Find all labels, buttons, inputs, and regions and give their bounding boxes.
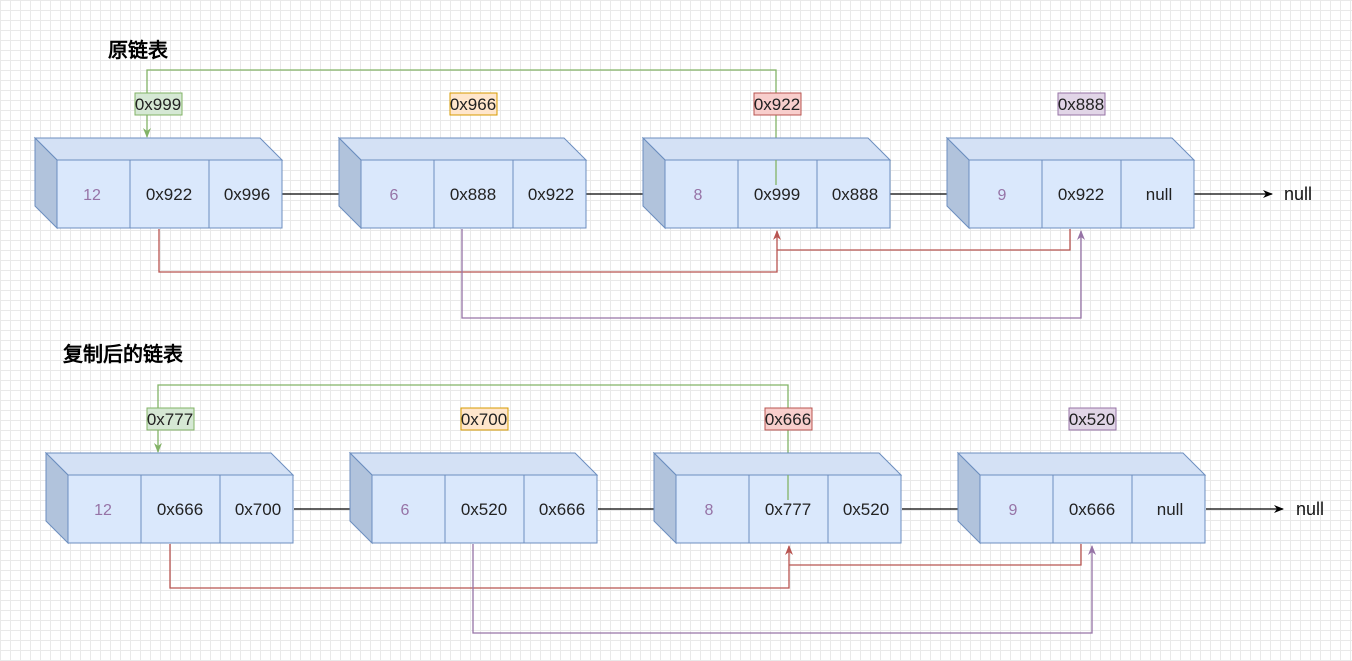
address-label: 0x999	[134, 92, 183, 116]
svg-text:0x999: 0x999	[135, 95, 181, 114]
node-random: 0x777	[765, 500, 811, 519]
random-cell	[1041, 159, 1122, 229]
list-node: 12 0x666 0x700	[44, 451, 295, 545]
svg-text:0x700: 0x700	[461, 410, 507, 429]
value-cell	[67, 474, 142, 544]
section-title: 复制后的链表	[62, 342, 184, 366]
section-copied: 复制后的链表 0x777 0x700 0x666 0x520	[44, 342, 1324, 634]
random-pointer-line	[472, 544, 1096, 634]
node-next: 0x996	[224, 185, 270, 204]
list-node: 6 0x888 0x922	[337, 136, 588, 230]
next-cell	[827, 474, 902, 544]
node-random: 0x888	[450, 185, 496, 204]
node-next: 0x700	[235, 500, 281, 519]
random-pointer-line	[777, 229, 1071, 251]
address-label: 0x888	[1057, 92, 1106, 116]
random-pointer-line	[789, 544, 1082, 566]
svg-text:0x922: 0x922	[754, 95, 800, 114]
section-original: 原链表 0x999 0x966 0x922	[33, 38, 1312, 319]
svg-text:0x520: 0x520	[1069, 410, 1115, 429]
next-cell	[816, 159, 891, 229]
node-random: 0x520	[461, 500, 507, 519]
node-value: 6	[401, 502, 410, 519]
svg-text:0x777: 0x777	[147, 410, 193, 429]
value-cell	[371, 474, 446, 544]
node-next: 0x666	[539, 500, 585, 519]
next-cell	[208, 159, 283, 229]
list-node: 6 0x520 0x666	[348, 451, 599, 545]
node-value: 6	[390, 187, 399, 204]
next-cell	[512, 159, 587, 229]
next-cell	[1120, 159, 1195, 229]
list-node: 12 0x922 0x996	[33, 136, 284, 230]
list-node: 9 0x666 null	[956, 451, 1207, 545]
next-cell	[219, 474, 294, 544]
svg-text:0x666: 0x666	[765, 410, 811, 429]
node-random: 0x922	[1058, 185, 1104, 204]
node-value: 9	[1009, 502, 1018, 519]
random-pointer-line	[158, 229, 781, 273]
svg-text:0x966: 0x966	[450, 95, 496, 114]
next-cell	[523, 474, 598, 544]
list-node: 8 0x999 0x888	[641, 136, 892, 230]
random-cell	[1052, 474, 1133, 544]
node-next: 0x888	[832, 185, 878, 204]
node-random: 0x922	[146, 185, 192, 204]
random-cell	[433, 159, 514, 229]
node-value: 12	[94, 502, 112, 519]
value-cell	[664, 159, 739, 229]
node-next: 0x520	[843, 500, 889, 519]
node-random: 0x666	[1069, 500, 1115, 519]
value-cell	[360, 159, 435, 229]
node-value: 12	[83, 187, 101, 204]
next-cell	[1131, 474, 1206, 544]
node-next: null	[1157, 500, 1183, 519]
node-next: null	[1146, 185, 1172, 204]
address-label: 0x922	[753, 92, 802, 116]
node-next: 0x922	[528, 185, 574, 204]
random-cell	[444, 474, 525, 544]
value-cell	[979, 474, 1054, 544]
address-label: 0x966	[449, 92, 498, 116]
node-value: 8	[694, 187, 703, 204]
node-value: 9	[998, 187, 1007, 204]
address-label: 0x666	[764, 407, 813, 431]
address-label: 0x520	[1068, 407, 1117, 431]
random-cell	[140, 474, 221, 544]
section-title: 原链表	[108, 38, 169, 62]
random-pointer-line	[461, 229, 1085, 319]
random-cell	[737, 159, 818, 229]
tail-null-label: null	[1296, 499, 1324, 519]
value-cell	[675, 474, 750, 544]
list-node: 9 0x922 null	[945, 136, 1196, 230]
node-value: 8	[705, 502, 714, 519]
tail-null-label: null	[1284, 184, 1312, 204]
random-pointer-line	[169, 544, 793, 589]
list-node: 8 0x777 0x520	[652, 451, 903, 545]
node-random: 0x999	[754, 185, 800, 204]
address-label: 0x700	[460, 407, 509, 431]
value-cell	[56, 159, 131, 229]
svg-text:0x888: 0x888	[1058, 95, 1104, 114]
value-cell	[968, 159, 1043, 229]
address-label: 0x777	[146, 407, 195, 431]
node-random: 0x666	[157, 500, 203, 519]
